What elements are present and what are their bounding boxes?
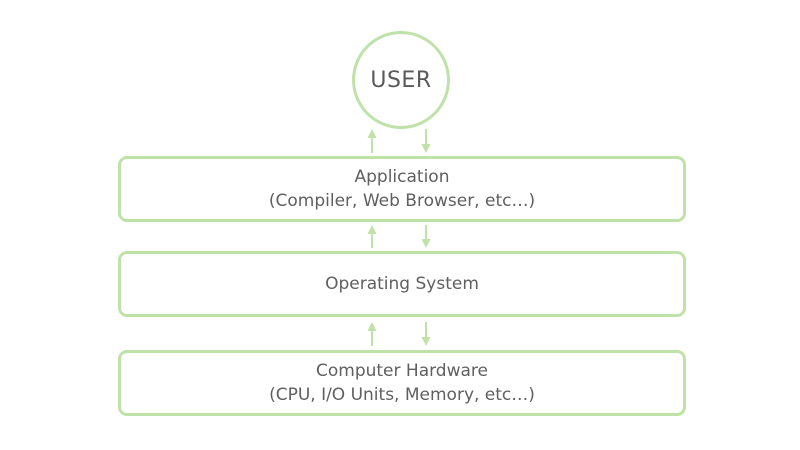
application-layer-title: Application [354, 167, 450, 187]
hardware-layer-title: Computer Hardware [316, 361, 488, 381]
hardware-layer: Computer Hardware (CPU, I/O Units, Memor… [118, 350, 686, 416]
application-layer: Application (Compiler, Web Browser, etc…… [118, 156, 686, 222]
operating-system-layer: Operating System [118, 251, 686, 317]
arrow-down-os-to-hw [421, 322, 431, 346]
arrow-up-hw-to-os [367, 322, 377, 346]
arrow-down-app-to-os [421, 225, 431, 248]
application-layer-subtitle: (Compiler, Web Browser, etc…) [268, 191, 536, 211]
arrow-down-user-to-app [421, 129, 431, 153]
user-label: USER [370, 67, 432, 93]
operating-system-layer-title: Operating System [325, 274, 479, 294]
hardware-layer-subtitle: (CPU, I/O Units, Memory, etc…) [269, 385, 535, 405]
arrow-up-os-to-app [367, 225, 377, 248]
arrow-up-app-to-user [367, 129, 377, 153]
user-node: USER [352, 31, 450, 129]
